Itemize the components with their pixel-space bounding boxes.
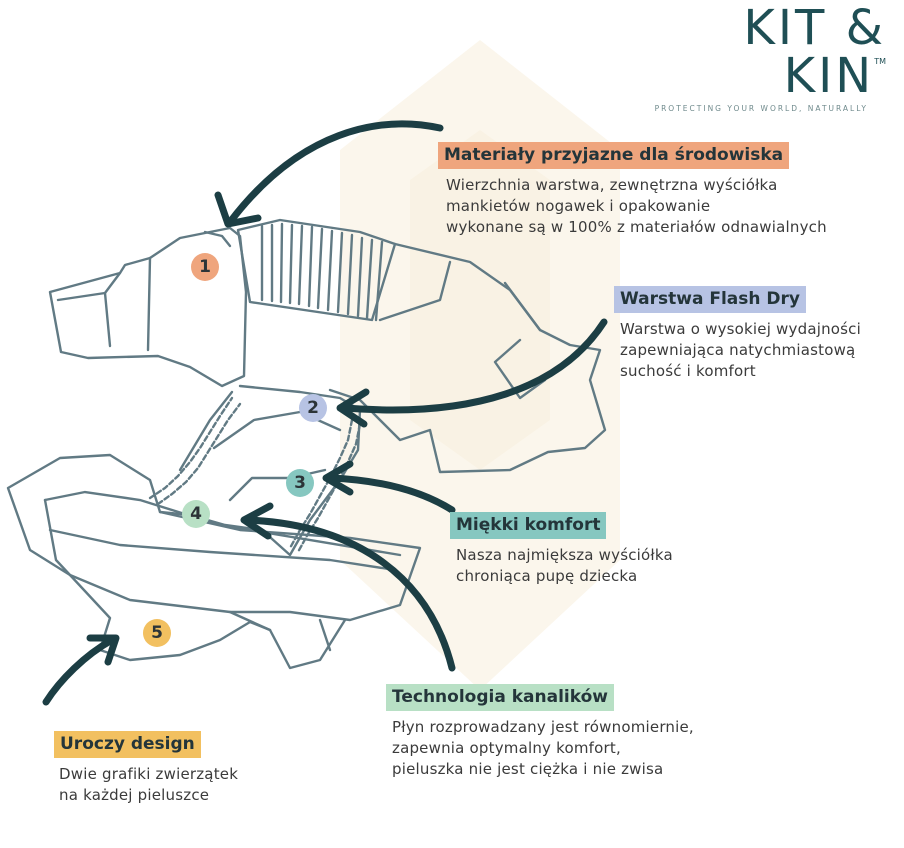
part-marker-4: 4 [182,500,210,528]
callout-title: Uroczy design [54,731,201,758]
diaper-inner-core [158,384,362,557]
callout-title: Materiały przyjazne dla środowiska [438,142,790,169]
diaper-waist-tab [48,226,248,388]
callout-title: Warstwa Flash Dry [614,286,806,313]
callout-channel-technology: Technologia kanalików Płyn rozprowadzany… [386,684,694,780]
callout-description: Dwie grafiki zwierzątek na każdej pielus… [59,765,239,804]
diaper-leg-cuff-left [148,396,234,500]
callout-title: Technologia kanalików [386,684,614,711]
part-marker-3: 3 [286,469,314,497]
arrow-to-part-1-icon [214,120,444,228]
callout-flash-dry: Warstwa Flash Dry Warstwa o wysokiej wyd… [614,286,861,382]
callout-title: Miękki komfort [450,512,607,539]
part-marker-1: 1 [191,253,219,281]
part-marker-2: 2 [299,394,327,422]
callout-description: Wierzchnia warstwa, zewnętrzna wyściółka… [446,176,827,236]
arrow-to-part-3-icon [322,460,456,514]
arrow-to-part-2-icon [336,318,608,428]
callout-description: Nasza najmiększa wyściółka chroniąca pup… [456,546,673,585]
brand-wordmark: KIT & KINTM [743,0,886,104]
callout-soft-comfort: Miękki komfort Nasza najmiększa wyściółk… [450,512,673,587]
callout-description: Płyn rozprowadzany jest równomiernie, za… [392,718,694,778]
callout-cute-design: Uroczy design Dwie grafiki zwierzątek na… [54,731,238,806]
callout-description: Warstwa o wysokiej wydajności zapewniają… [620,320,861,380]
callout-eco-materials: Materiały przyjazne dla środowiska Wierz… [438,142,827,238]
arrow-to-part-5-icon [42,634,120,706]
brand-tagline: PROTECTING YOUR WORLD, NATURALLY [654,104,868,113]
brand-logo: KIT & KINTM PROTECTING YOUR WORLD, NATUR… [636,4,886,113]
arrow-to-part-4-icon [240,502,456,672]
diaper-front-panel [6,453,422,622]
part-marker-5: 5 [143,619,171,647]
